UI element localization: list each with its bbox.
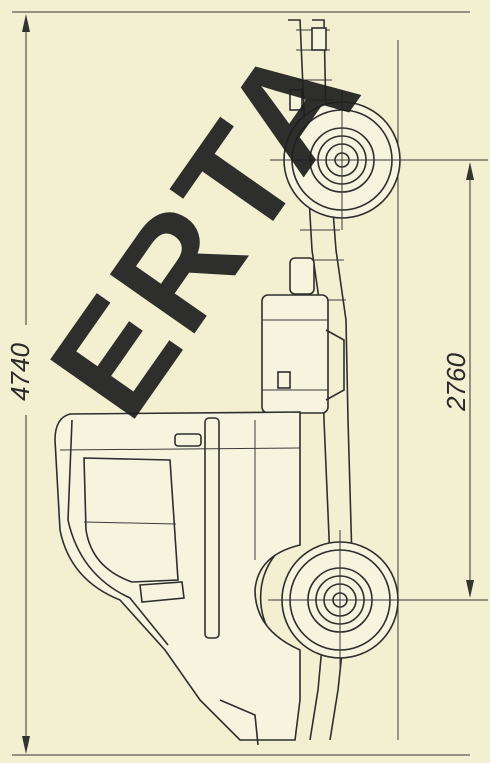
cab-roof-line [67,419,169,646]
overall-length-label: 4740 [5,343,35,401]
front-wheel [270,90,414,230]
wheelbase-label: 2760 [441,353,471,412]
exhaust-muffler [325,329,345,401]
step [219,699,259,746]
cab-body [54,411,301,746]
arrowhead-bottom [22,736,30,754]
fuel-tank [261,257,345,414]
door-handle-rail [204,417,220,639]
fuel-tank-body [261,294,329,414]
arrowhead-wheelbase-bottom [466,580,474,598]
roof-edge [59,447,301,451]
front-tow-hook [289,89,303,111]
watermark-text: ERTA [18,10,393,445]
fuel-cap [277,371,291,389]
side-window [83,457,179,583]
air-filter [289,257,315,295]
window-divider [83,521,177,525]
arrowhead-wheelbase-top [466,162,474,180]
mirror-arm [139,581,185,603]
marker-light [174,433,202,447]
wheelbase-dimension: 2760 [340,159,488,601]
overall-length-dimension: 4740 [5,11,470,756]
arrowhead-top [22,14,30,32]
front-bumper-bracket [311,27,327,51]
rear-wheel [259,530,412,670]
watermark: ERTA [18,10,393,445]
